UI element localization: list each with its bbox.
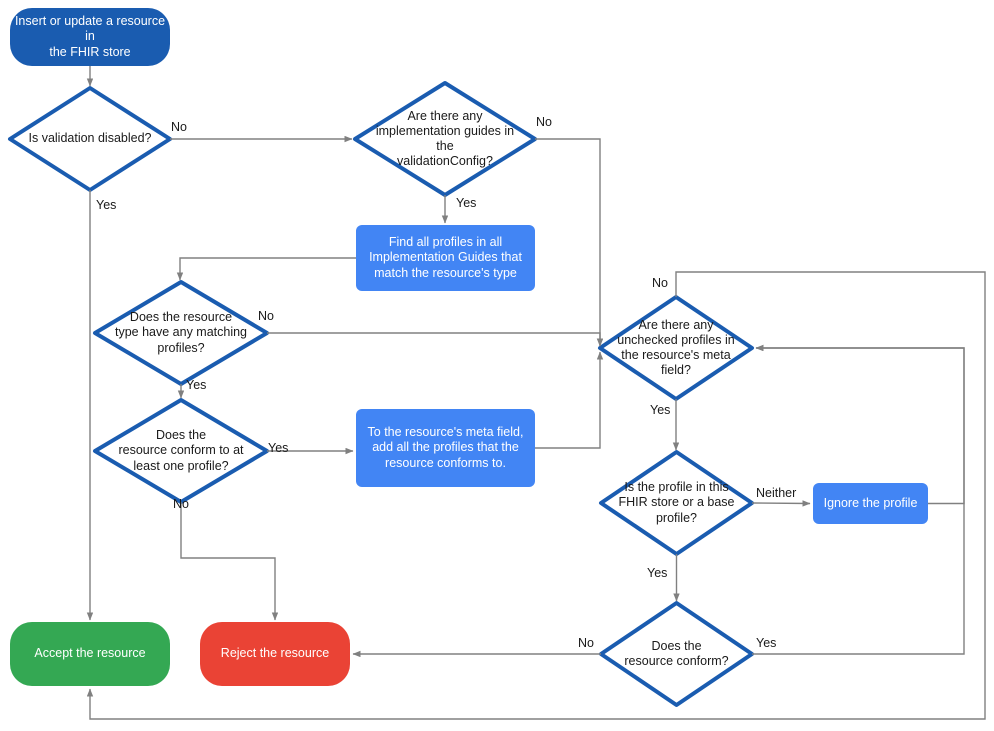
node-label-addmeta: To the resource's meta field, add all th… xyxy=(367,425,524,470)
edge-label-base-yes: Yes xyxy=(647,566,668,580)
node-findprofiles[interactable]: Find all profiles in all Implementation … xyxy=(356,225,535,291)
node-label-findprofiles: Find all profiles in all Implementation … xyxy=(369,235,522,280)
edge-label-matching-yes: Yes xyxy=(186,378,207,392)
node-base[interactable]: Is the profile in this FHIR store or a b… xyxy=(601,452,752,554)
node-label-conform2: Does the resource conform? xyxy=(624,638,729,668)
node-label-matching: Does the resource type have any matching… xyxy=(114,310,248,355)
node-label-unchecked: Are there any unchecked profiles in the … xyxy=(617,317,735,378)
node-validation[interactable]: Is validation disabled? xyxy=(10,88,170,190)
node-label-reject: Reject the resource xyxy=(220,646,330,661)
connector xyxy=(751,500,811,507)
connector xyxy=(535,138,604,347)
edge-label-conform1-yes: Yes xyxy=(268,441,289,455)
edge-label-base-neither: Neither xyxy=(756,486,797,500)
connector xyxy=(180,502,279,621)
edge-label-igs-no: No xyxy=(536,115,552,129)
edge-label-igs-yes: Yes xyxy=(456,196,477,210)
connector xyxy=(755,344,965,505)
node-ignore[interactable]: Ignore the profile xyxy=(813,483,928,524)
node-reject[interactable]: Reject the resource xyxy=(200,622,350,686)
node-conform1[interactable]: Does the resource conform to at least on… xyxy=(95,400,267,502)
node-label-ignore: Ignore the profile xyxy=(823,495,918,510)
node-label-base: Is the profile in this FHIR store or a b… xyxy=(618,480,735,525)
connector xyxy=(267,332,604,347)
node-label-start: Insert or update a resource in the FHIR … xyxy=(14,14,166,59)
edge-label-conform1-no: No xyxy=(173,497,189,511)
node-label-accept: Accept the resource xyxy=(34,646,146,661)
node-unchecked[interactable]: Are there any unchecked profiles in the … xyxy=(600,297,752,399)
node-igs[interactable]: Are there any implementation guides in t… xyxy=(355,83,535,195)
node-addmeta[interactable]: To the resource's meta field, add all th… xyxy=(356,409,535,487)
edge-label-matching-no: No xyxy=(258,309,274,323)
node-label-igs: Are there any implementation guides in t… xyxy=(375,108,515,169)
edge-label-validation-no: No xyxy=(171,120,187,134)
connector xyxy=(535,351,604,449)
edge-label-conform2-yes: Yes xyxy=(756,636,777,650)
node-label-validation: Is validation disabled? xyxy=(28,131,152,146)
node-conform2[interactable]: Does the resource conform? xyxy=(601,603,752,705)
edge-label-conform2-no: No xyxy=(578,636,594,650)
node-matching[interactable]: Does the resource type have any matching… xyxy=(95,282,267,384)
edge-label-validation-yes: Yes xyxy=(96,198,117,212)
edge-label-unchecked-yes: Yes xyxy=(650,403,671,417)
edge-label-unchecked-no: No xyxy=(652,276,668,290)
node-start[interactable]: Insert or update a resource in the FHIR … xyxy=(10,8,170,66)
connector xyxy=(176,257,356,281)
node-label-conform1: Does the resource conform to at least on… xyxy=(118,428,244,473)
node-accept[interactable]: Accept the resource xyxy=(10,622,170,686)
